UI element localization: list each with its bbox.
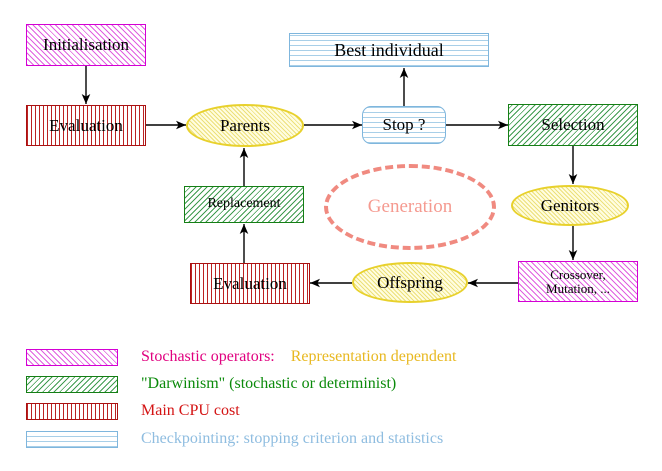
node-stop-label: Stop ? xyxy=(382,115,426,135)
node-best-individual[interactable]: Best individual xyxy=(289,33,489,67)
legend-row-darwinism: "Darwinism" (stochastic or determinist) xyxy=(26,373,396,395)
node-genitors-label: Genitors xyxy=(540,195,600,215)
node-generation: Generation xyxy=(324,164,496,250)
node-initialisation[interactable]: Initialisation xyxy=(26,24,146,66)
node-crossover-mutation-label: Crossover, Mutation, ... xyxy=(546,266,610,296)
node-selection[interactable]: Selection xyxy=(508,104,638,146)
legend-row-checkpointing: Checkpointing: stopping criterion and st… xyxy=(26,428,443,450)
legend-label-stochastic-operators: Stochastic operators: xyxy=(141,348,275,365)
node-replacement[interactable]: Replacement xyxy=(184,186,304,223)
legend: Stochastic operators: Representation dep… xyxy=(0,340,662,460)
legend-swatch-darwinism xyxy=(26,375,118,393)
node-crossover-mutation[interactable]: Crossover, Mutation, ... xyxy=(518,261,638,302)
node-selection-label: Selection xyxy=(541,115,605,135)
legend-label-checkpointing: Checkpointing: stopping criterion and st… xyxy=(141,430,444,447)
node-evaluation-top-label: Evaluation xyxy=(49,115,123,135)
legend-label-darwinism: "Darwinism" (stochastic or determinist) xyxy=(141,375,397,392)
node-initialisation-label: Initialisation xyxy=(43,35,129,55)
node-parents[interactable]: Parents xyxy=(186,104,304,147)
node-parents-label: Parents xyxy=(219,115,271,135)
legend-row-cpu-cost: Main CPU cost xyxy=(26,400,240,422)
node-evaluation-bottom-label: Evaluation xyxy=(213,273,287,293)
node-stop[interactable]: Stop ? xyxy=(362,106,446,144)
legend-swatch-stochastic-operators xyxy=(26,348,118,366)
node-replacement-label: Replacement xyxy=(207,196,281,212)
legend-label-representation-dependent: Representation dependent xyxy=(290,348,457,365)
node-genitors[interactable]: Genitors xyxy=(511,185,629,226)
legend-row-stochastic: Stochastic operators: Representation dep… xyxy=(26,346,456,368)
node-generation-label: Generation xyxy=(367,196,453,217)
legend-swatch-cpu-cost xyxy=(26,402,118,420)
node-offspring[interactable]: Offspring xyxy=(352,262,468,303)
legend-text-stochastic: Stochastic operators: Representation dep… xyxy=(141,348,456,366)
node-evaluation-bottom[interactable]: Evaluation xyxy=(190,263,310,304)
legend-swatch-checkpointing xyxy=(26,430,118,448)
node-best-individual-label: Best individual xyxy=(334,39,444,60)
legend-label-cpu-cost: Main CPU cost xyxy=(141,402,240,419)
node-offspring-label: Offspring xyxy=(377,272,443,292)
node-evaluation-top[interactable]: Evaluation xyxy=(26,105,146,146)
